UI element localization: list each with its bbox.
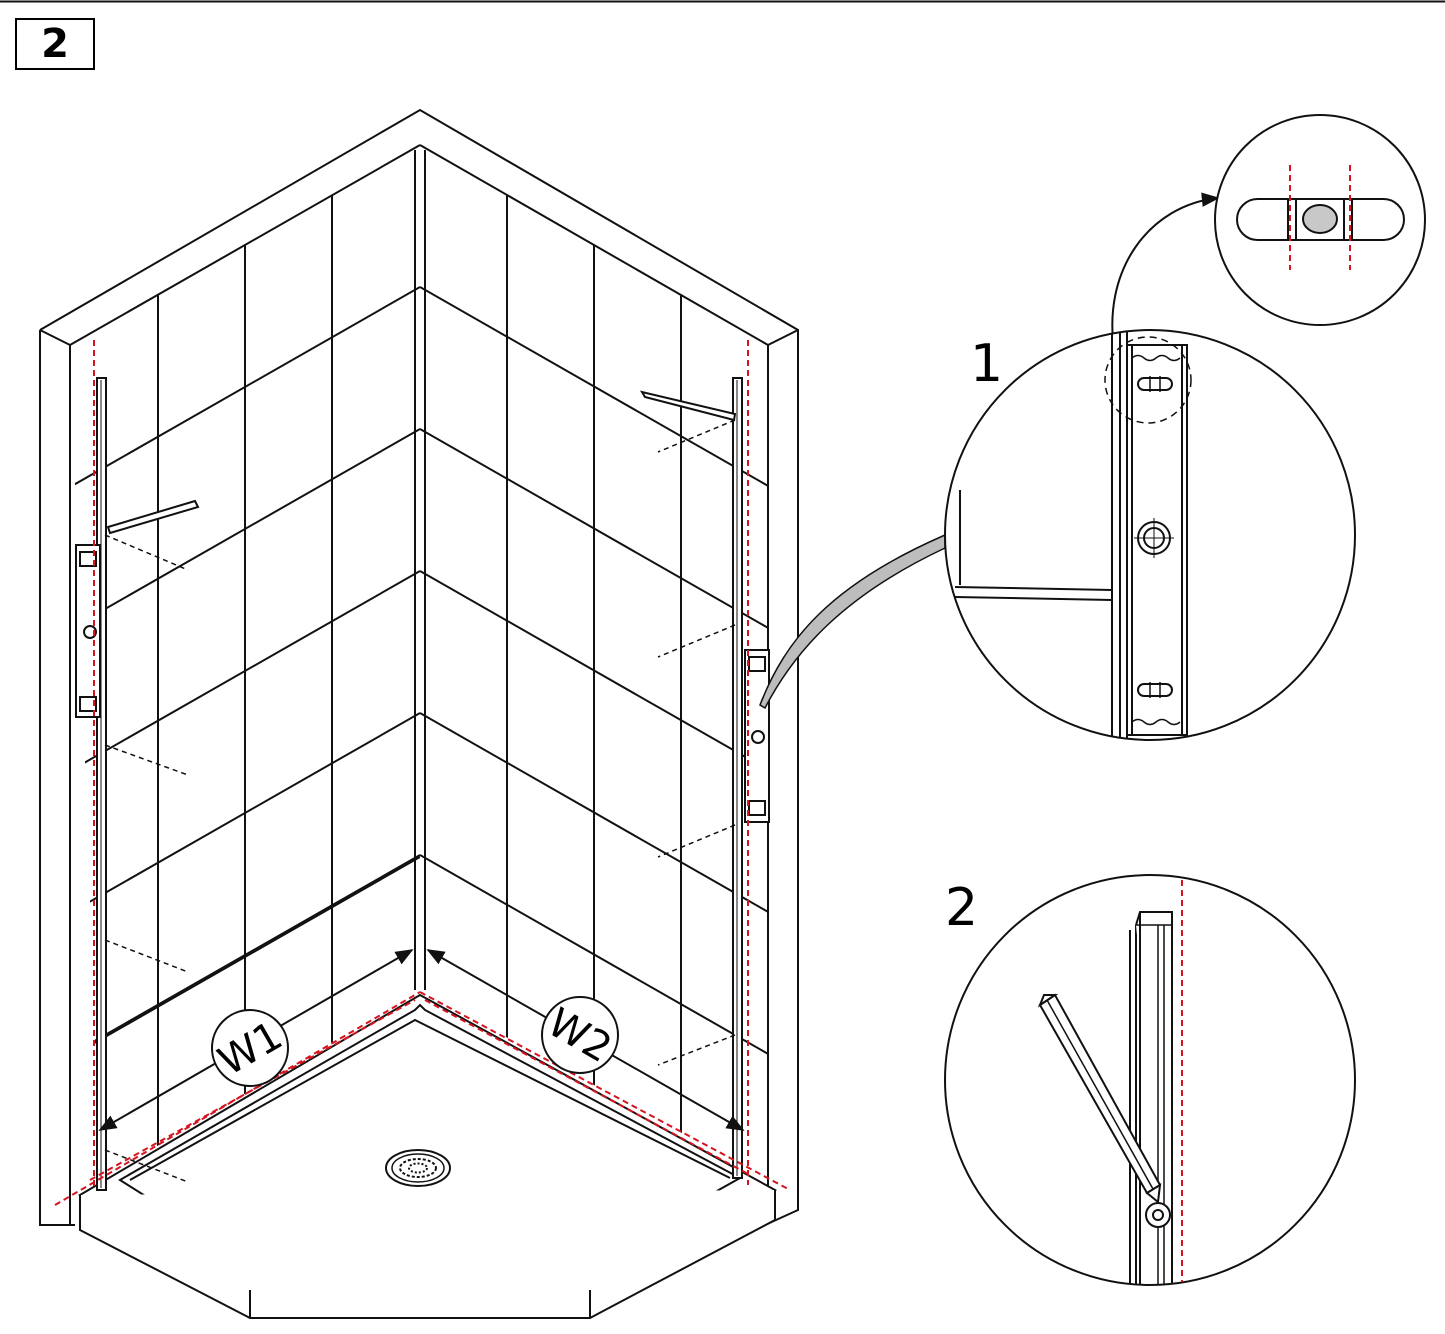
detail-connector xyxy=(759,533,946,710)
spirit-level-icon xyxy=(75,544,770,823)
detail-number-2: 2 xyxy=(945,878,979,938)
detail-number-1: 1 xyxy=(970,334,1004,394)
level-bubble-icon xyxy=(1214,114,1426,326)
measurement-w1: W1 xyxy=(211,1009,290,1087)
pencil-icon xyxy=(106,390,737,535)
step-number-box: 2 xyxy=(15,18,95,70)
measurement-w2: W2 xyxy=(540,996,619,1074)
zoom-arrow xyxy=(1111,192,1220,356)
drain-icon xyxy=(385,1149,451,1187)
step-number: 2 xyxy=(41,21,69,67)
detail-1-circle xyxy=(944,329,1356,741)
detail-2-circle xyxy=(944,874,1356,1286)
